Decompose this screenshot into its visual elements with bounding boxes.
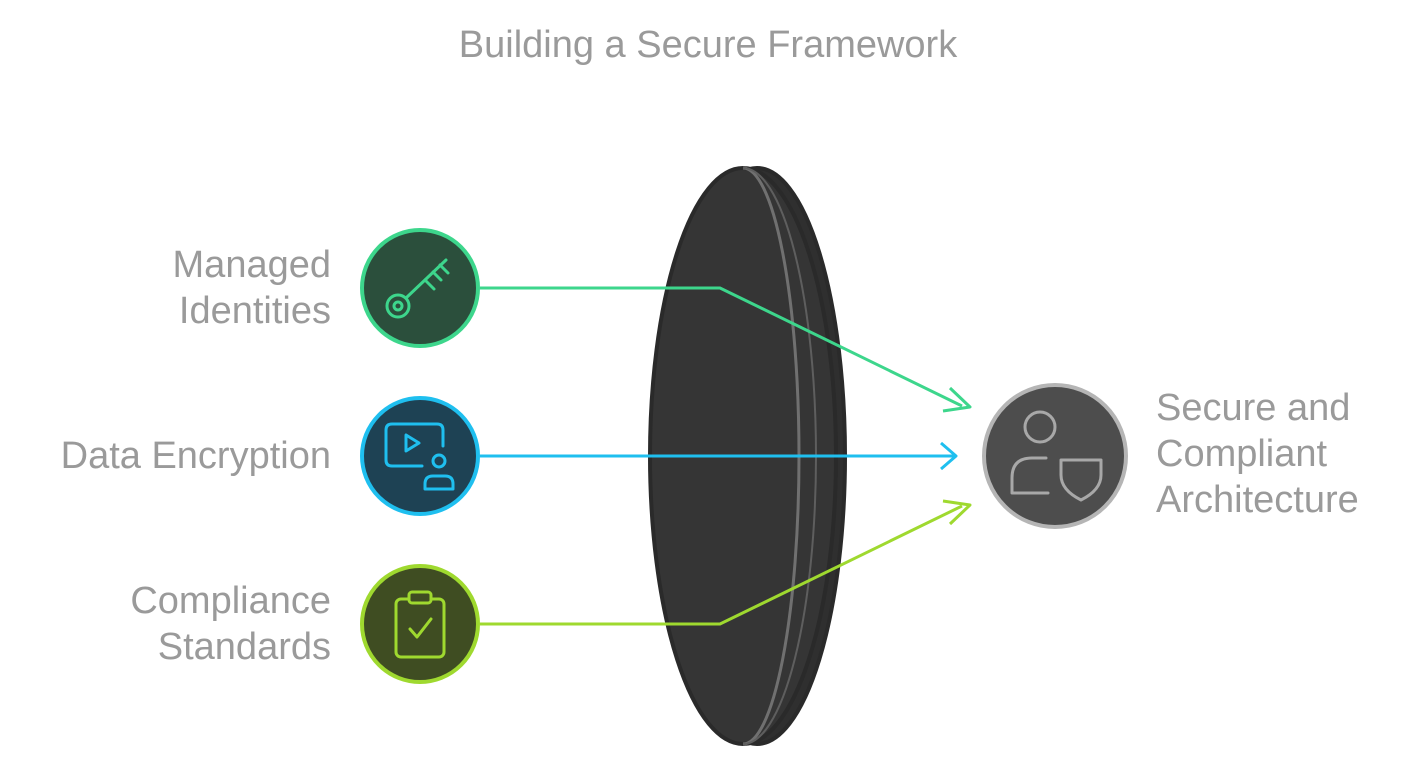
clipboard-check-icon	[394, 590, 446, 659]
label-line: Data Encryption	[60, 435, 331, 477]
label-line: Secure and	[1156, 387, 1351, 429]
arrowhead	[942, 499, 972, 526]
node-compliance-standards	[360, 564, 480, 684]
connector-managed-identities	[480, 286, 972, 413]
label-line: Standards	[157, 626, 331, 668]
arrowhead	[942, 386, 972, 413]
label-data-encryption: Data Encryption	[61, 433, 331, 479]
node-secure-compliant-architecture	[982, 383, 1128, 529]
label-line: Managed	[172, 244, 331, 286]
diagram-title: Building a Secure Framework	[458, 24, 958, 66]
label-line: Identities	[178, 290, 331, 332]
label-line: Architecture	[1156, 479, 1359, 521]
connector-compliance-standards	[480, 499, 972, 626]
label-managed-identities: Managed Identities	[173, 242, 331, 334]
node-data-encryption	[360, 396, 480, 516]
label-secure-compliant-architecture: Secure and Compliant Architecture	[1156, 385, 1359, 523]
label-line: Compliance	[130, 580, 331, 622]
arrowhead	[940, 441, 958, 471]
node-managed-identities	[360, 228, 480, 348]
video-user-icon	[384, 422, 455, 491]
key-icon	[385, 258, 450, 319]
label-line: Compliant	[1156, 433, 1328, 475]
connector-data-encryption	[480, 441, 958, 471]
user-shield-icon	[1010, 410, 1103, 502]
label-compliance-standards: Compliance Standards	[130, 578, 331, 670]
